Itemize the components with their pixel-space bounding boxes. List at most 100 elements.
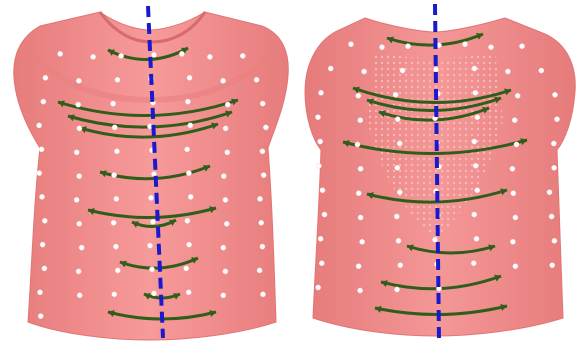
back-marker-dot: [475, 115, 480, 120]
front-marker-dot: [185, 99, 190, 104]
back-marker-dot: [515, 93, 520, 98]
back-marker-dot: [475, 188, 480, 193]
front-marker-dot: [221, 78, 226, 83]
back-marker-dot: [472, 212, 477, 217]
back-marker-dot: [513, 215, 518, 220]
back-marker-dot: [472, 139, 477, 144]
back-marker-dot: [319, 261, 324, 266]
front-marker-dot: [115, 268, 120, 273]
back-marker-dot: [394, 214, 399, 219]
back-marker-dot: [474, 236, 479, 241]
back-marker-dot: [358, 166, 363, 171]
back-marker-dot: [395, 165, 400, 170]
back-marker-dot: [552, 92, 557, 97]
front-marker-dot: [184, 266, 189, 271]
front-marker-dot: [42, 218, 47, 223]
back-marker-dot: [379, 45, 384, 50]
front-marker-dot: [40, 242, 45, 247]
front-marker-dot: [185, 147, 190, 152]
front-marker-dot: [259, 220, 264, 225]
back-marker-dot: [514, 142, 519, 147]
front-marker-dot: [224, 221, 229, 226]
front-marker-dot: [257, 268, 262, 273]
front-marker-dot: [79, 245, 84, 250]
back-marker-dot: [318, 139, 323, 144]
front-marker-dot: [261, 173, 266, 178]
front-marker-dot: [150, 219, 155, 224]
back-marker-dot: [316, 163, 321, 168]
back-marker-dot: [552, 165, 557, 170]
front-marker-dot: [179, 51, 184, 56]
front-marker-dot: [115, 77, 120, 82]
back-marker-dot: [316, 285, 321, 290]
back-marker-dot: [395, 117, 400, 122]
front-marker-dot: [114, 149, 119, 154]
front-marker-dot: [76, 78, 81, 83]
front-marker-dot: [42, 266, 47, 271]
front-marker-dot: [263, 125, 268, 130]
front-marker-dot: [221, 293, 226, 298]
front-marker-dot: [223, 197, 228, 202]
front-marker-dot: [39, 147, 44, 152]
front-marker-dot: [39, 194, 44, 199]
back-marker-dot: [394, 287, 399, 292]
back-marker-dot: [550, 263, 555, 268]
back-marker-dot: [328, 66, 333, 71]
front-marker-dot: [37, 171, 42, 176]
back-marker-dot: [473, 163, 478, 168]
back-marker-dot: [471, 261, 476, 266]
front-marker-dot: [260, 101, 265, 106]
front-marker-dot: [240, 53, 245, 58]
front-marker-dot: [185, 218, 190, 223]
back-marker-dot: [505, 69, 510, 74]
front-marker-dot: [260, 244, 265, 249]
front-view-svg: [0, 0, 295, 345]
front-marker-dot: [260, 292, 265, 297]
front-marker-dot: [254, 77, 259, 82]
front-marker-dot: [112, 173, 117, 178]
front-marker-dot: [119, 53, 124, 58]
front-marker-dot: [187, 242, 192, 247]
back-marker-dot: [433, 67, 438, 72]
back-marker-dot: [320, 188, 325, 193]
back-marker-dot: [358, 118, 363, 123]
back-marker-dot: [473, 90, 478, 95]
back-marker-dot: [462, 42, 467, 47]
back-view-panel: [295, 0, 581, 345]
back-marker-dot: [348, 42, 353, 47]
front-marker-dot: [111, 101, 116, 106]
back-marker-dot: [511, 191, 516, 196]
front-marker-dot: [77, 293, 82, 298]
front-marker-dot: [188, 194, 193, 199]
front-marker-dot: [112, 292, 117, 297]
front-marker-dot: [186, 171, 191, 176]
front-marker-dot: [207, 54, 212, 59]
back-marker-dot: [552, 238, 557, 243]
back-marker-dot: [519, 44, 524, 49]
front-marker-dot: [186, 290, 191, 295]
front-marker-dot: [225, 102, 230, 107]
front-marker-dot: [43, 75, 48, 80]
back-marker-dot: [358, 215, 363, 220]
front-marker-dot: [76, 102, 81, 107]
front-marker-dot: [147, 243, 152, 248]
front-marker-dot: [74, 197, 79, 202]
front-marker-dot: [77, 126, 82, 131]
back-marker-dot: [396, 238, 401, 243]
back-marker-dot: [360, 239, 365, 244]
back-marker-dot: [512, 118, 517, 123]
front-marker-dot: [114, 196, 119, 201]
back-marker-dot: [513, 264, 518, 269]
back-marker-dot: [397, 141, 402, 146]
front-marker-dot: [148, 195, 153, 200]
back-marker-dot: [356, 191, 361, 196]
back-marker-dot: [554, 117, 559, 122]
back-marker-dot: [318, 236, 323, 241]
front-marker-dot: [38, 314, 43, 319]
back-marker-dot: [356, 93, 361, 98]
back-marker-dot: [405, 44, 410, 49]
front-marker-dot: [91, 54, 96, 59]
back-marker-dot: [322, 212, 327, 217]
back-marker-dot: [362, 69, 367, 74]
front-marker-dot: [41, 99, 46, 104]
